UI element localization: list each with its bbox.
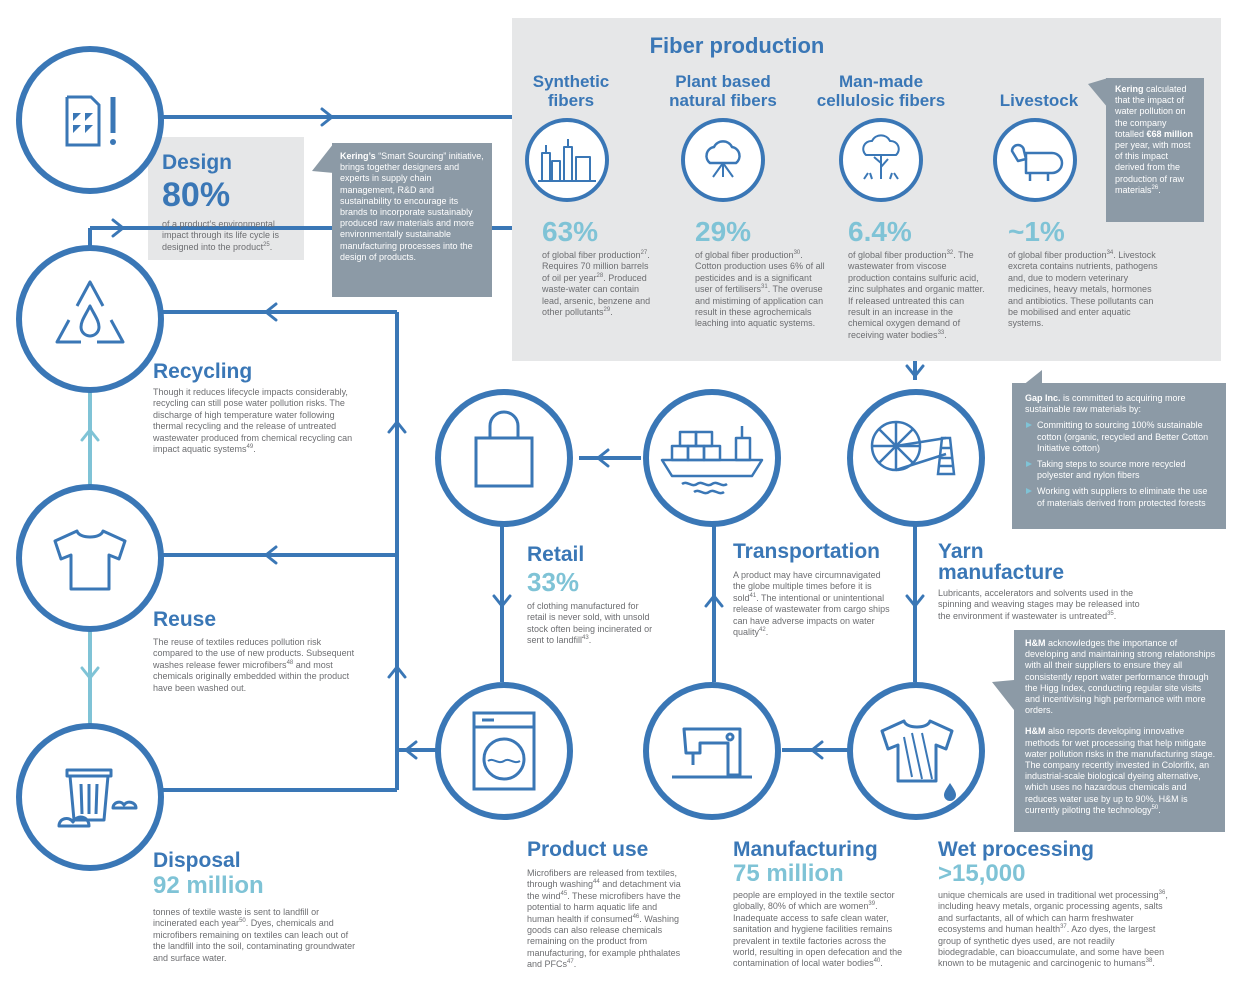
synthetic-fiber-circle bbox=[525, 118, 609, 202]
design-title: Design bbox=[162, 151, 233, 174]
smart-note-pointer bbox=[312, 143, 334, 173]
product-use-circle bbox=[435, 682, 573, 820]
product-use-text: Microfibers are released from textiles, … bbox=[527, 868, 681, 970]
manufacturing-circle bbox=[643, 682, 781, 820]
recycling-circle bbox=[16, 245, 164, 393]
gap-bullet: Taking steps to source more recycled pol… bbox=[1025, 459, 1217, 481]
hm-note-pointer bbox=[992, 680, 1014, 710]
tree-icon bbox=[862, 134, 900, 180]
reuse-circle bbox=[16, 484, 164, 632]
hm-note: H&M acknowledges the importance of devel… bbox=[1014, 630, 1225, 832]
cellulosic-fiber-circle bbox=[839, 118, 923, 202]
synthetic-stat: 63% bbox=[542, 216, 599, 247]
cargo-ship-icon bbox=[660, 426, 764, 495]
disposal-circle bbox=[16, 723, 164, 871]
recycle-icon bbox=[55, 280, 125, 344]
smart-sourcing-note: Kering’s “Smart Sourcing” initiative, br… bbox=[332, 143, 492, 297]
retail-stat: 33% bbox=[527, 567, 580, 597]
retail-title: Retail bbox=[527, 543, 585, 566]
kering-note: Kering calculated that the impact of wat… bbox=[1106, 78, 1204, 222]
livestock-fiber-circle bbox=[993, 118, 1077, 202]
disposal-title: Disposal bbox=[153, 849, 241, 872]
sheep-icon bbox=[1010, 143, 1064, 181]
reuse-text: The reuse of textiles reduces pollution … bbox=[153, 637, 355, 693]
spinning-wheel-icon bbox=[870, 420, 956, 476]
trash-can-icon bbox=[57, 768, 138, 828]
design-circle bbox=[16, 46, 164, 194]
disposal-stat: 92 million bbox=[153, 872, 264, 899]
gap-bullet: Working with suppliers to eliminate the … bbox=[1025, 486, 1217, 508]
plant-text: of global fiber production30. Cotton pro… bbox=[695, 250, 825, 329]
manufacturing-text: people are employed in the textile secto… bbox=[733, 890, 903, 969]
reuse-title: Reuse bbox=[153, 608, 217, 631]
transportation-text: A product may have circumnavigated the g… bbox=[733, 570, 890, 638]
wet-processing-title: Wet processing bbox=[938, 838, 1094, 861]
design-stat: 80% bbox=[162, 176, 231, 214]
transportation-circle bbox=[643, 389, 781, 527]
manufacturing-title: Manufacturing bbox=[733, 838, 878, 861]
recycling-title: Recycling bbox=[153, 360, 253, 383]
design-callout-panel bbox=[148, 137, 304, 260]
yarn-circle bbox=[847, 389, 985, 527]
dyed-shirt-icon bbox=[880, 719, 956, 801]
kering-note-pointer bbox=[1088, 78, 1108, 108]
livestock-stat: ~1% bbox=[1008, 216, 1065, 247]
livestock-title: Livestock bbox=[999, 91, 1079, 110]
disposal-text: tonnes of textile waste is sent to landf… bbox=[153, 907, 356, 963]
synthetic-text: of global fiber production27. Requires 7… bbox=[542, 250, 651, 318]
retail-text: of clothing manufactured for retail is n… bbox=[527, 601, 653, 646]
washing-machine-icon bbox=[472, 711, 536, 791]
plant-fiber-circle bbox=[681, 118, 765, 202]
wet-processing-stat: >15,000 bbox=[938, 860, 1026, 887]
factory-icon bbox=[538, 139, 596, 182]
fiber-production-title: Fiber production bbox=[649, 33, 825, 58]
retail-circle bbox=[435, 389, 573, 527]
tshirt-icon bbox=[53, 529, 127, 591]
livestock-text: of global fiber production34. Livestock … bbox=[1008, 250, 1158, 329]
product-use-title: Product use bbox=[527, 838, 649, 861]
plant-stat: 29% bbox=[695, 216, 752, 247]
gap-note: Gap Inc. is committed to acquiring more … bbox=[1012, 383, 1226, 529]
wet-processing-text: unique chemicals are used in traditional… bbox=[938, 890, 1168, 969]
cellulosic-stat: 6.4% bbox=[848, 216, 912, 247]
sewing-machine-icon bbox=[672, 727, 752, 779]
design-text: of a product’s environmental impact thro… bbox=[162, 219, 280, 252]
cotton-icon bbox=[705, 140, 741, 178]
manufacturing-stat: 75 million bbox=[733, 860, 844, 887]
gap-bullet: Committing to sourcing 100% sustainable … bbox=[1025, 420, 1217, 454]
wet-processing-circle bbox=[847, 682, 985, 820]
cellulosic-text: of global fiber production32. The wastew… bbox=[848, 250, 985, 340]
design-document-icon bbox=[65, 95, 116, 147]
transportation-title: Transportation bbox=[733, 540, 881, 563]
yarn-text: Lubricants, accelerators and solvents us… bbox=[938, 588, 1140, 621]
recycling-text: Though it reduces lifecycle impacts cons… bbox=[153, 387, 353, 455]
shopping-bag-icon bbox=[474, 410, 534, 488]
